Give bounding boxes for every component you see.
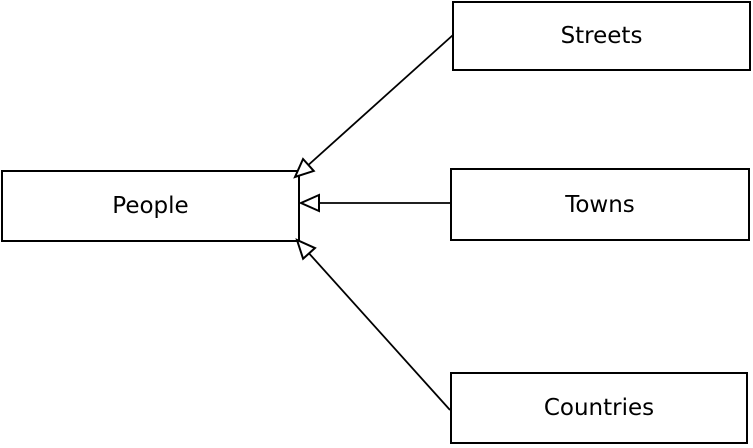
edge-countries-to-people	[295, 238, 451, 411]
node-countries-label: Countries	[543, 395, 655, 421]
node-towns[interactable]: Towns	[450, 168, 750, 241]
node-towns-label: Towns	[565, 191, 635, 218]
node-countries[interactable]: Countries	[450, 372, 748, 444]
node-people[interactable]: People	[1, 170, 300, 242]
node-streets-label: Streets	[560, 23, 643, 49]
node-streets[interactable]: Streets	[452, 1, 751, 71]
node-people-label: People	[112, 193, 189, 219]
edge-streets-to-people	[293, 34, 454, 179]
